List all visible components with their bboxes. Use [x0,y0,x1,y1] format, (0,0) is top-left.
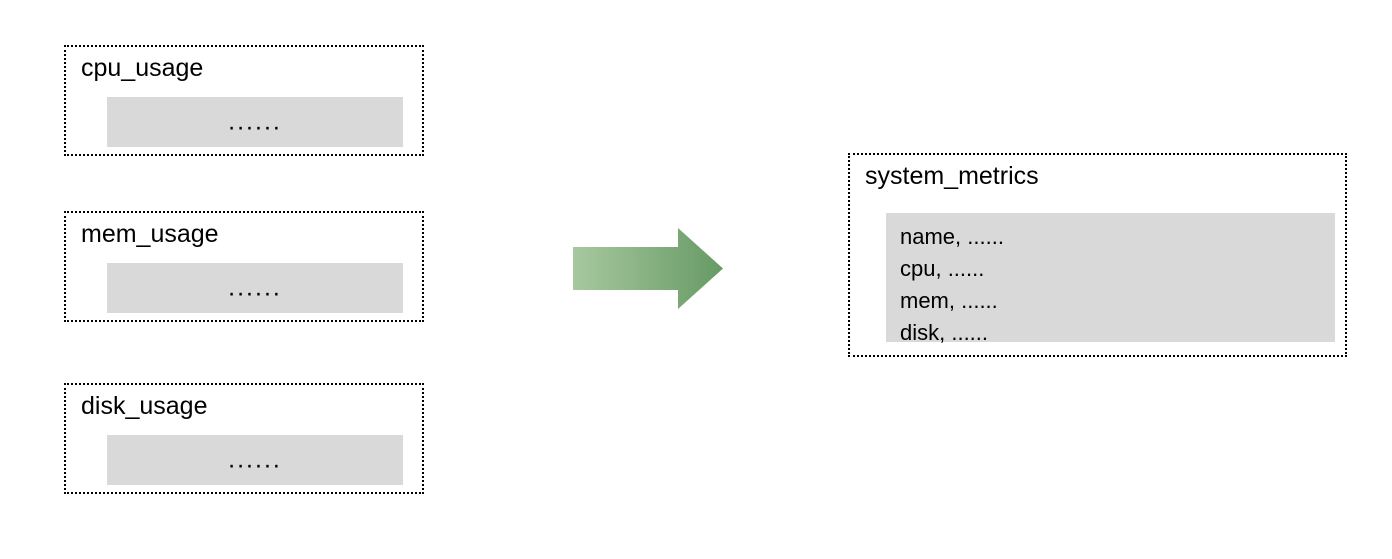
source-table-disk-usage[interactable]: disk_usage ...... [64,383,424,494]
source-table-body-panel: ...... [107,435,403,485]
ellipsis-placeholder: ...... [228,273,282,302]
table-row: name, ...... [900,224,1004,249]
source-table-title: cpu_usage [81,54,204,82]
ellipsis-placeholder: ...... [228,107,282,136]
table-row: mem, ...... [900,288,998,313]
source-table-title: disk_usage [81,392,208,420]
target-table-title: system_metrics [865,162,1039,190]
target-table-body-panel: name, ...... cpu, ...... mem, ...... dis… [886,213,1335,345]
source-table-title: mem_usage [81,220,219,248]
source-table-mem-usage[interactable]: mem_usage ...... [64,211,424,322]
ellipsis-placeholder: ...... [228,445,282,474]
table-row: cpu, ...... [900,256,985,281]
source-table-cpu-usage[interactable]: cpu_usage ...... [64,45,424,156]
target-table-system-metrics[interactable]: system_metrics name, ...... cpu, ...... … [848,153,1347,357]
table-row: disk, ...... [900,320,989,345]
source-table-body-panel: ...... [107,97,403,147]
merge-arrow-icon [573,228,723,309]
source-table-body-panel: ...... [107,263,403,313]
